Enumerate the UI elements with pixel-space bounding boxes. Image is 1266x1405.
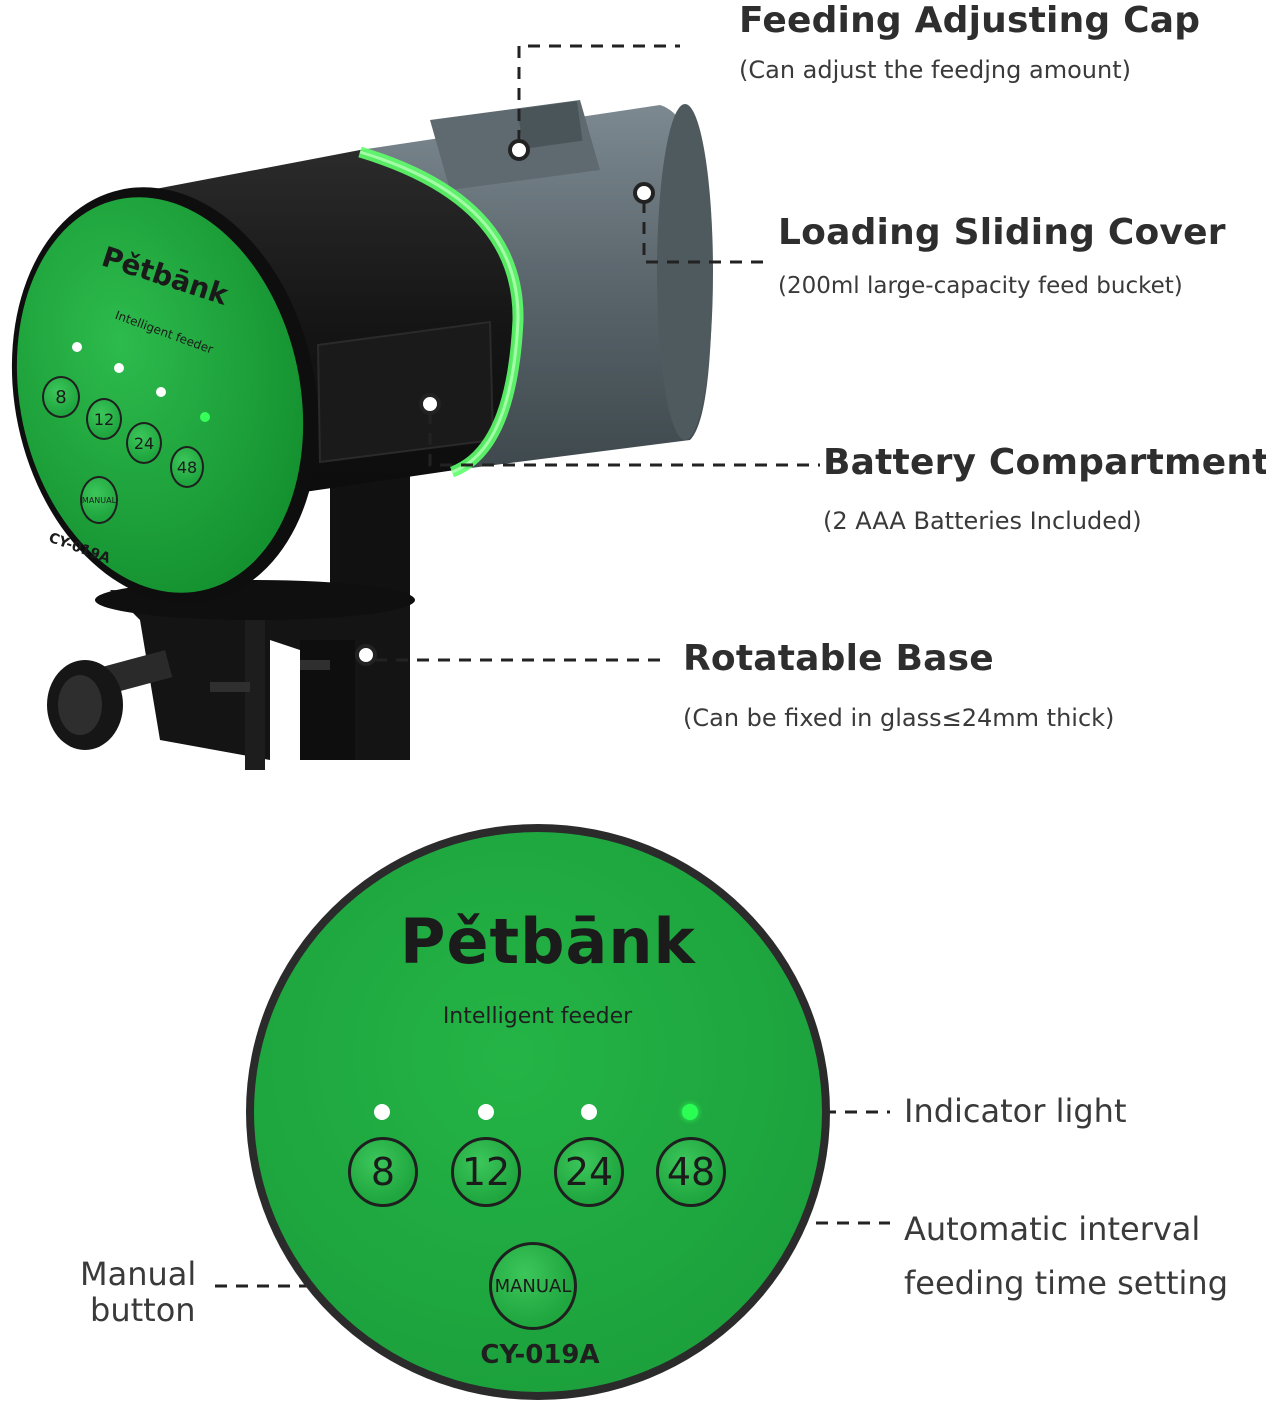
indicator-dot-24 (581, 1104, 597, 1120)
indicator-dot-12 (478, 1104, 494, 1120)
rotatable-base (47, 450, 415, 770)
base-subtitle: (Can be fixed in glass≤24mm thick) (683, 704, 1115, 732)
interval-button-label: 12 (461, 1150, 511, 1194)
device-button-24[interactable]: 24 (126, 422, 162, 464)
loading-cover-title: Loading Sliding Cover (778, 212, 1226, 253)
loading-cover-subtitle: (200ml large-capacity feed bucket) (778, 273, 1183, 299)
control-panel-disc (246, 824, 830, 1400)
manual-side-label-line2: button (90, 1291, 196, 1329)
device-button-label: 8 (55, 386, 67, 408)
feeding-cap-subtitle: (Can adjust the feedjng amount) (739, 56, 1131, 84)
interval-button-8[interactable]: 8 (348, 1137, 418, 1207)
device-button-48[interactable]: 48 (170, 446, 204, 488)
manual-side-label-line1: Manual (80, 1255, 197, 1293)
interval-label-line1: Automatic interval (904, 1210, 1201, 1248)
indicator-dot-48 (682, 1104, 698, 1120)
feeding-cap-title: Feeding Adjusting Cap (739, 0, 1201, 41)
interval-button-label: 48 (666, 1150, 716, 1194)
device-button-12[interactable]: 12 (86, 398, 122, 440)
interval-button-label: 24 (564, 1150, 614, 1194)
device-button-8[interactable]: 8 (42, 376, 80, 418)
battery-subtitle: (2 AAA Batteries Included) (823, 507, 1142, 535)
device-dot (156, 387, 166, 397)
interval-button-24[interactable]: 24 (554, 1137, 624, 1207)
device-button-label: 24 (133, 433, 155, 453)
device-button-label: 12 (93, 409, 115, 429)
indicator-light-label: Indicator light (904, 1092, 1127, 1130)
battery-title: Battery Compartment (823, 442, 1266, 483)
interval-button-48[interactable]: 48 (656, 1137, 726, 1207)
panel-model: CY-019A (480, 1340, 600, 1370)
panel-subtitle: Intelligent feeder (442, 1004, 633, 1029)
device-manual-button[interactable]: MANUAL (80, 476, 118, 524)
device-dot (72, 342, 82, 352)
device-button-label: 48 (176, 457, 198, 477)
interval-label-line2: feeding time setting (904, 1264, 1229, 1302)
interval-button-label: 8 (370, 1150, 396, 1194)
base-title: Rotatable Base (683, 638, 994, 679)
panel-brand-logo: Pětbānk (400, 905, 696, 978)
device-manual-label: MANUAL (81, 495, 117, 505)
device-dot (114, 363, 124, 373)
interval-button-12[interactable]: 12 (451, 1137, 521, 1207)
indicator-dot-8 (374, 1104, 390, 1120)
manual-button-label: MANUAL (494, 1275, 572, 1297)
device-dot-green (200, 412, 210, 422)
manual-button[interactable]: MANUAL (489, 1242, 577, 1330)
